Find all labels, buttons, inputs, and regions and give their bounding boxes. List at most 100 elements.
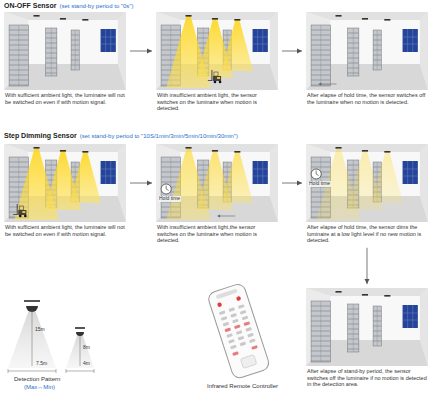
rect-shape [228,339,235,344]
line-shape [407,305,408,328]
arrow-head [297,49,302,54]
rect-shape [156,144,278,222]
rect-shape [306,144,428,222]
hold-time-label: Hold time [158,196,181,202]
rect-shape [384,295,390,297]
panel-caption: After elapse of stand-by period, the sen… [306,366,428,388]
line-shape [211,70,212,81]
detection-cone [8,307,56,368]
rect-shape [232,351,239,356]
line-shape [105,161,106,184]
rect-shape [335,15,341,17]
line-shape [101,44,116,45]
polygon-shape [371,152,403,203]
line-shape [166,189,169,191]
line-shape [403,44,418,45]
scene-panel: After elapse of stand-by period, the sen… [306,288,428,388]
scene-image [156,144,278,222]
width-dimension [8,371,56,372]
detection-cone [66,333,94,368]
line-shape [110,29,111,52]
polygon-shape [306,288,330,366]
rect-shape [240,310,247,315]
warehouse-scene [306,288,428,366]
line-shape [101,169,116,170]
warehouse-scene [156,144,278,222]
rect-shape [249,338,256,343]
line-shape [403,37,418,38]
rect-shape [247,333,254,338]
rect-shape [238,304,245,309]
polygon-shape [221,152,253,203]
height-dimension [80,336,81,366]
circle-shape [24,215,27,218]
circle-shape [219,81,222,84]
rect-shape [33,15,39,17]
rect-shape [82,19,88,21]
pattern-title: Detection Pattern [14,376,60,383]
rect-shape [362,150,368,152]
rect-shape [373,306,381,346]
scene-panel: With insufficient ambient light, the sen… [156,12,278,112]
warehouse-scene [156,12,278,90]
line-shape [353,304,354,352]
rect-shape [230,313,237,318]
red-buttons [224,321,257,356]
power-button [217,302,223,308]
rect-shape [228,307,235,312]
dimension-tick [56,369,57,373]
rect-shape [185,15,191,17]
circle-shape [214,81,217,84]
rect-shape [238,336,245,341]
rect-shape [214,72,218,76]
rect-shape [213,76,221,81]
line-shape [320,301,321,362]
arrow-head [297,181,302,186]
line-shape [110,161,111,184]
remote-case [207,282,271,379]
line-shape [403,320,418,321]
panel-caption: With sufficient ambient light, the lumin… [4,90,126,105]
g-shape [13,204,27,217]
pattern-range: (Max↔Min) [24,384,55,391]
rect-shape [101,161,116,184]
rect-shape [234,151,240,153]
rect-shape [240,342,247,347]
line-shape [377,30,378,70]
scene-panel: After elapse of hold time, the sensor di… [306,144,428,244]
rect-shape [219,310,226,315]
dimension-tick [94,369,95,373]
rect-shape [60,150,66,152]
dimension-label: 15m [35,327,45,333]
arrow-line [367,248,368,284]
rect-shape [236,330,243,335]
warehouse-scene [306,12,428,90]
rect-shape [403,29,418,52]
rect-shape [217,77,220,79]
rect-shape [212,150,218,152]
polygon-shape [318,83,321,86]
rect-shape [234,19,240,21]
line-shape [13,214,17,215]
scene-panel: After elapse of hold time, the sensor sw… [306,12,428,105]
rect-shape [348,304,359,352]
scene-image [4,144,126,222]
rect-shape [335,291,341,293]
height-dimension [32,310,33,366]
line-shape [166,186,167,190]
rect-shape [245,327,252,332]
power-button [236,296,242,302]
rect-shape [384,151,390,153]
rect-shape [156,12,278,90]
flow-arrow [282,181,302,186]
polygon-shape [221,20,253,71]
arrow-head [147,49,152,54]
flow-arrow [282,49,302,54]
warehouse-scene [4,144,126,222]
line-shape [18,25,19,86]
rect-shape [373,30,381,70]
line-shape [320,84,336,85]
polygon-shape [217,215,220,218]
rect-shape [4,12,126,90]
scene-image [306,12,428,90]
